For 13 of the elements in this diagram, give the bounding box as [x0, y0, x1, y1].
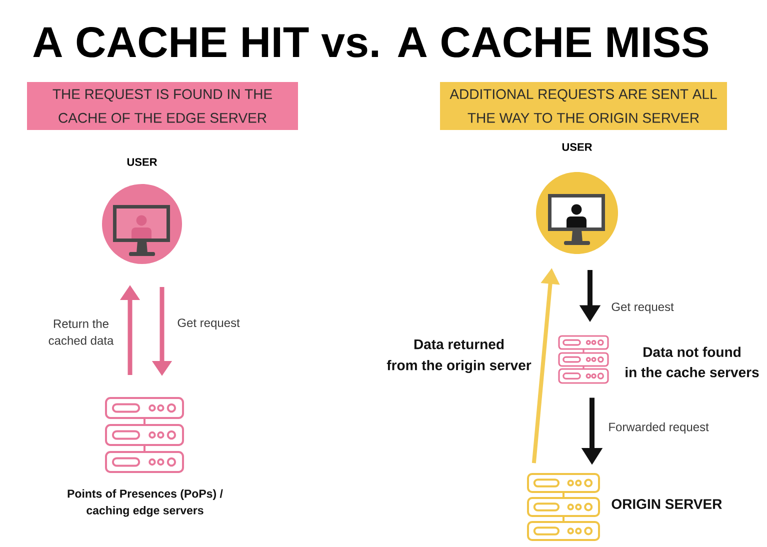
node-caption: Points of Presences (PoPs) / caching edge servers	[68, 489, 223, 517]
node-caption: Data not found in the cache servers	[626, 346, 759, 378]
edge-label: Forwarded request	[609, 422, 709, 434]
banner: ADDITIONAL REQUESTS ARE SENT ALL THE WAY TO THE ORIGIN SERVER	[440, 82, 727, 130]
node-label: USER	[562, 143, 592, 151]
edge-label: Get request	[612, 302, 674, 314]
edge-label: Return the cached data	[48, 319, 114, 345]
node-label: USER	[127, 158, 158, 166]
edge-label: Get request	[178, 318, 240, 330]
edge-label: Data returned from the origin server	[386, 338, 532, 374]
node-caption: ORIGIN SERVER	[612, 499, 722, 509]
banner: THE REQUEST IS FOUND IN THE CACHE OF THE EDGE SERVER	[27, 82, 298, 130]
title: A CACHE HIT vs. A CACHE MISS	[33, 26, 708, 58]
